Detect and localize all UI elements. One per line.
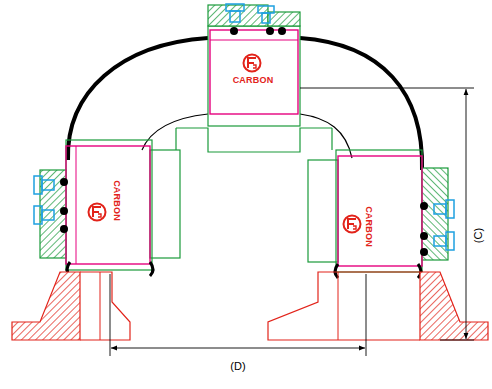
side-swivel bbox=[34, 140, 180, 276]
flange bbox=[268, 272, 488, 340]
dimension-label: (D) bbox=[229, 361, 246, 372]
brand-mark: CARBON bbox=[111, 180, 120, 221]
side-swivel bbox=[308, 150, 454, 278]
brand-mark: CARBON bbox=[233, 76, 274, 85]
dimension-lines bbox=[110, 88, 474, 356]
dimension-label: (C) bbox=[474, 226, 485, 243]
brand-mark: CARBON bbox=[363, 206, 372, 247]
flange bbox=[12, 272, 130, 340]
top-swivel bbox=[176, 4, 332, 152]
